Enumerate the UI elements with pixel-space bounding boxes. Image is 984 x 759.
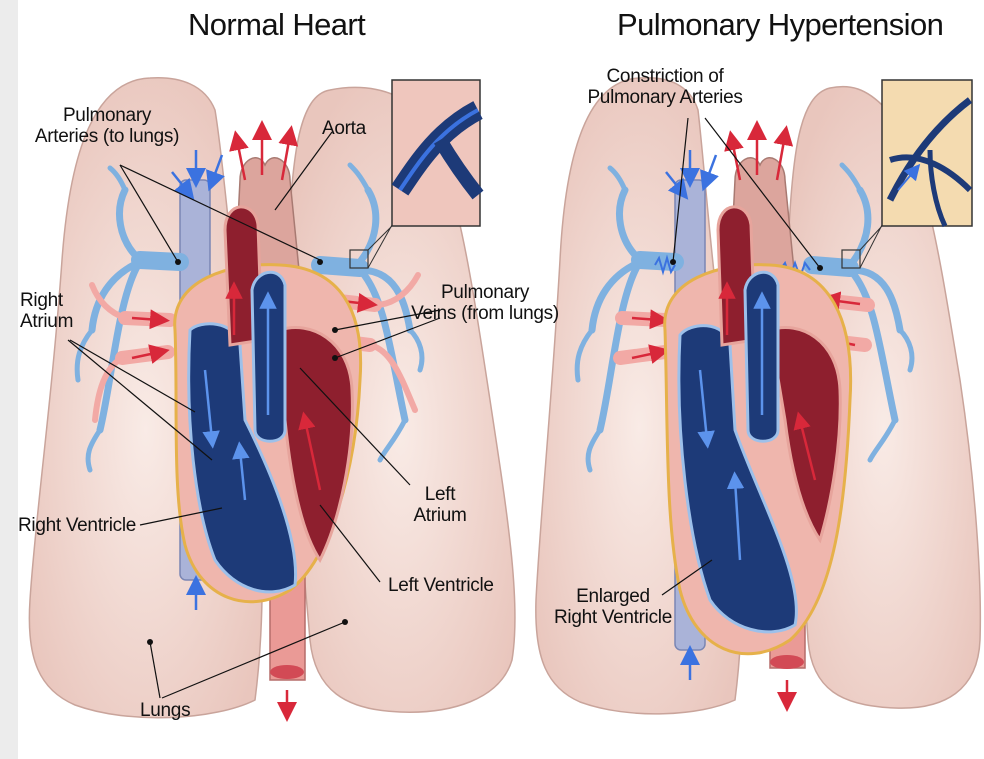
title-pulmonary-hypertension: Pulmonary Hypertension — [617, 8, 943, 42]
title-normal-heart: Normal Heart — [188, 8, 365, 42]
label-line: Right Ventricle — [543, 607, 683, 628]
label-left-atrium: Left Atrium — [405, 484, 475, 526]
label-line: Pulmonary — [22, 105, 192, 126]
label-line: Pulmonary — [405, 282, 565, 303]
label-left-ventricle: Left Ventricle — [388, 575, 494, 596]
label-line: Left — [405, 484, 475, 505]
label-line: Atrium — [20, 311, 73, 332]
label-aorta: Aorta — [322, 118, 366, 139]
label-line: Enlarged — [543, 586, 683, 607]
label-pulmonary-arteries: Pulmonary Arteries (to lungs) — [22, 105, 192, 147]
label-right-atrium: Right Atrium — [20, 290, 73, 332]
label-lungs: Lungs — [140, 700, 190, 721]
label-right-ventricle: Right Ventricle — [18, 515, 136, 536]
label-line: Right — [20, 290, 73, 311]
label-line: Pulmonary Arteries — [580, 87, 750, 108]
label-line: Constriction of — [580, 66, 750, 87]
label-line: Arteries (to lungs) — [22, 126, 192, 147]
normal-heart-panel — [29, 78, 515, 718]
inset-constricted — [882, 80, 972, 226]
label-pulmonary-veins: Pulmonary Veins (from lungs) — [405, 282, 565, 324]
label-line: Veins (from lungs) — [405, 303, 565, 324]
label-line: Atrium — [405, 505, 475, 526]
label-enlarged-right-ventricle: Enlarged Right Ventricle — [543, 586, 683, 628]
label-constriction: Constriction of Pulmonary Arteries — [580, 66, 750, 108]
